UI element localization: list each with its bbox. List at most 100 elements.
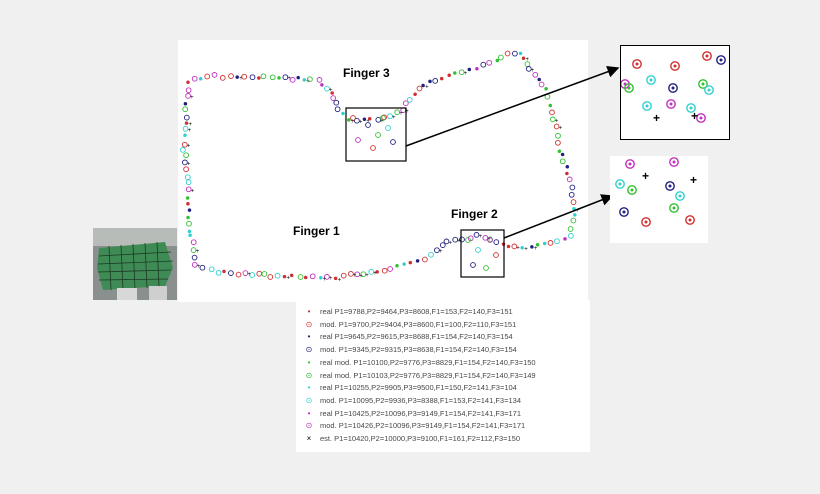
legend-entry: •real P1=10425,P2=10096,P3=9149,F1=154,F… <box>302 408 521 419</box>
contour-marker <box>520 245 524 250</box>
contour-marker <box>309 273 316 280</box>
zoom-marker <box>685 215 695 225</box>
contour-marker <box>434 247 440 254</box>
contour-marker <box>267 274 274 280</box>
legend-entry: ⊙mod. P1=10095,P2=9936,P3=8388,F1=153,F2… <box>302 395 521 406</box>
contour-marker <box>559 158 566 165</box>
zoom-marker <box>665 181 675 191</box>
contour-marker <box>495 58 500 63</box>
contour-marker <box>459 236 465 243</box>
contour-marker <box>538 81 545 88</box>
contour-marker <box>421 83 425 88</box>
contour-marker <box>568 191 575 198</box>
zoom-marker-dot <box>705 54 709 58</box>
legend-entry: ⊙mod. P1=9700,P2=9404,P3=8600,F1=100,F2=… <box>302 319 517 330</box>
contour-marker <box>486 59 493 66</box>
zoom-marker-dot <box>672 160 676 164</box>
contour-marker <box>185 87 192 94</box>
contour-marker <box>222 269 226 274</box>
legend-entry: ⊙mod. P1=9345,P2=9315,P3=8638,F1=154,F2=… <box>302 344 517 355</box>
zoom-marker-dot <box>628 162 632 166</box>
zoom-marker-dot <box>678 194 682 198</box>
contour-marker <box>566 176 573 183</box>
contour-marker <box>415 259 420 263</box>
contour-marker <box>257 76 261 80</box>
contour-marker <box>215 269 222 276</box>
zoom-marker-dot <box>688 218 692 222</box>
contour-marker <box>387 113 393 120</box>
contour-marker <box>518 51 523 56</box>
contour-marker <box>187 208 192 212</box>
estimate-marker: + <box>338 277 342 283</box>
contour-marker <box>368 269 375 275</box>
estimate-marker: + <box>439 249 443 255</box>
contour-marker <box>549 109 555 116</box>
contour-marker <box>413 92 417 96</box>
estimate-marker: + <box>247 272 251 278</box>
contour-marker <box>181 141 188 148</box>
contour-marker <box>261 271 268 277</box>
contour-marker <box>387 266 393 272</box>
zoom-estimate-marker: + <box>642 169 649 183</box>
contour-marker <box>470 262 476 268</box>
estimate-marker: + <box>188 128 192 134</box>
contour-marker <box>390 139 396 145</box>
estimate-marker: + <box>187 144 191 150</box>
contour-marker <box>330 91 334 95</box>
contour-marker <box>432 78 439 84</box>
contour-marker <box>572 207 576 211</box>
zoom-region-finger2 <box>460 229 505 278</box>
legend-marker: ⊙ <box>305 345 313 355</box>
contour-marker <box>544 86 548 91</box>
legend-text: mod. P1=10095,P2=9936,P3=8388,F1=153,F2=… <box>320 395 521 405</box>
contour-marker <box>452 236 459 243</box>
zoom-marker <box>624 83 634 93</box>
legend-marker: • <box>307 408 311 418</box>
estimate-marker: + <box>380 119 384 125</box>
estimate-marker: + <box>351 119 355 125</box>
contour-marker <box>184 121 189 125</box>
contour-marker <box>570 217 577 224</box>
contour-marker <box>183 152 189 159</box>
contour-marker <box>498 54 504 61</box>
zoom-estimate-marker: + <box>691 109 698 123</box>
contour-marker <box>191 261 198 268</box>
contour-marker <box>190 239 197 246</box>
contour-marker <box>360 271 367 278</box>
contour-marker <box>487 237 493 243</box>
zoom-marker-dot <box>627 86 631 90</box>
contour-marker <box>475 247 481 253</box>
estimate-marker: + <box>190 95 194 101</box>
contour-marker <box>375 116 382 123</box>
contour-marker <box>348 271 354 277</box>
legend-text: mod. P1=10426,P2=10096,P3=9149,F1=154,F2… <box>320 421 526 431</box>
estimate-marker: + <box>287 76 291 82</box>
contour-marker <box>354 271 361 278</box>
contour-marker <box>249 74 256 81</box>
contour-marker <box>219 75 226 81</box>
zoom-estimate-marker: + <box>690 173 697 187</box>
contour-marker <box>289 77 296 83</box>
contour-marker <box>208 266 215 273</box>
zoom-marker <box>704 85 714 95</box>
contour-marker <box>482 234 489 241</box>
contour-marker <box>394 109 401 116</box>
contour-marker <box>235 271 242 278</box>
finger1-label: Finger 1 <box>293 224 340 238</box>
contour-marker <box>555 139 561 146</box>
contour-marker <box>184 174 191 181</box>
legend-entry: •real P1=10255,P2=9905,P3=9500,F1=150,F2… <box>302 382 517 393</box>
contour-marker <box>381 267 388 274</box>
legend: •real P1=9788,P2=9464,P3=8608,F1=153,F2=… <box>296 300 590 452</box>
contour-marker <box>185 179 192 186</box>
zoom-marker-dot <box>630 188 634 192</box>
contour-marker <box>563 237 567 241</box>
legend-entry: •real P1=9645,P2=9615,P3=8688,F1=154,F2=… <box>302 331 513 342</box>
zoom-marker <box>646 75 656 85</box>
zoom-marker <box>642 101 652 111</box>
contour-marker <box>493 252 499 258</box>
contour-marker <box>565 165 570 169</box>
contour-marker <box>573 213 577 217</box>
contour-marker <box>493 239 500 245</box>
zoom-box-finger2: ++ <box>610 156 708 243</box>
